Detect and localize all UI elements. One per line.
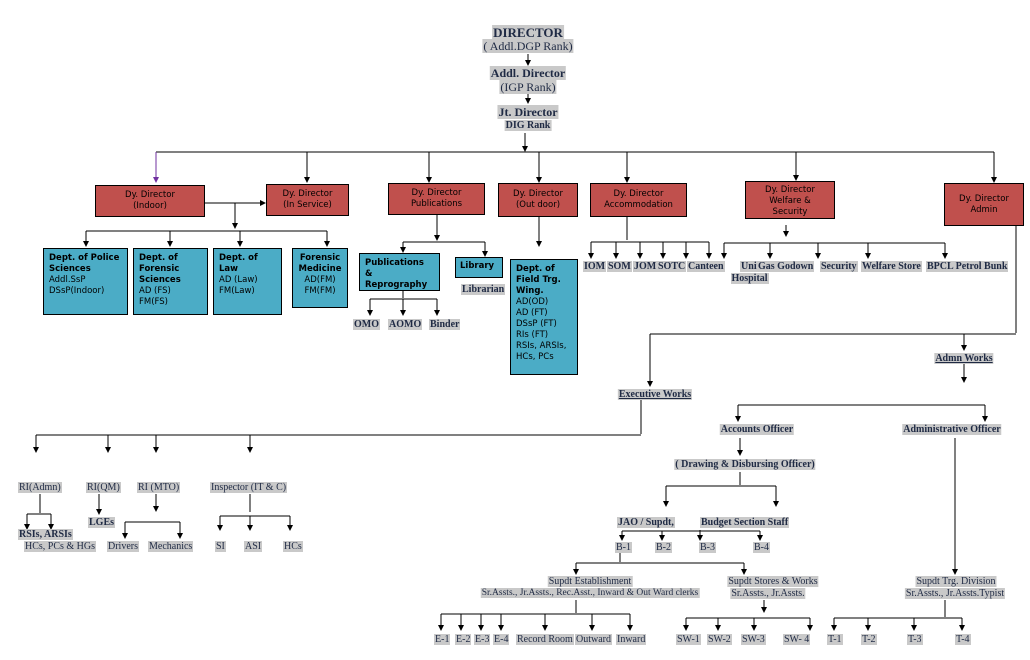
section-b-2: B-2 <box>655 542 672 553</box>
section-b-3: B-3 <box>699 542 716 553</box>
ri-admn: RI(Admn) <box>18 482 62 493</box>
staff-binder: Binder <box>429 319 461 330</box>
training-staff: Sr.Assts., Jr.Assts.Typist <box>904 588 1006 599</box>
unit-gas-godown: Gas Godown <box>757 261 815 272</box>
establishment-staff: Sr.Assts., Jr.Assts., Rec.Asst., Inward … <box>480 588 700 598</box>
budget-section-staff: Budget Section Staff <box>700 517 790 528</box>
unit-security: Security <box>820 261 858 272</box>
executive-works: Executive Works <box>617 389 693 400</box>
unit-iom: IOM <box>583 261 607 272</box>
section-sw-4: SW- 4 <box>783 634 811 645</box>
staff-omo: OMO <box>353 319 380 330</box>
unit-som: SOM <box>607 261 632 272</box>
unit-jom: JOM <box>633 261 658 272</box>
dept-law: Dept. of Law AD (Law) FM(Law) <box>213 248 282 315</box>
jao-supdt: JAO / Supdt, <box>617 517 675 528</box>
admin-works: Admn Works <box>934 353 994 364</box>
section-outward: Outward <box>575 634 612 645</box>
dept-field-training-wing: Dept. of Field Trg. Wing. AD(OD) AD (FT)… <box>510 259 578 375</box>
staff-asi: ASI <box>244 541 263 552</box>
supdt-training-division: Supdt Trg. Division <box>915 576 997 587</box>
staff-rsis-arsis: RSIs, ARSIs <box>18 529 73 540</box>
drawing-disbursing-officer: ( Drawing & Disbursing Officer) <box>674 459 816 470</box>
director-title: DIRECTOR <box>492 25 564 40</box>
dy-director-outdoor: Dy. Director(Out door) <box>498 183 578 217</box>
staff-si: SI <box>215 541 226 552</box>
inspector-it-c: Inspector (IT & C) <box>210 482 288 493</box>
section-sw-3: SW-3 <box>741 634 766 645</box>
staff-hcs: HCs <box>283 541 303 552</box>
addl-director-rank: (IGP Rank) <box>499 80 557 94</box>
publications-reprography: Publications & Reprography <box>359 253 440 291</box>
section-e-4: E-4 <box>493 634 510 645</box>
staff-lges: LGEs <box>88 517 116 528</box>
supdt-stores-works: Supdt Stores & Works <box>727 576 819 587</box>
jt-director-title: Jt. Director <box>497 105 559 119</box>
section-b-1: B-1 <box>615 542 632 553</box>
dept-forensic-sciences: Dept. of Forensic Sciences AD (FS) FM(FS… <box>133 248 208 315</box>
section-sw-1: SW-1 <box>676 634 701 645</box>
dept-police-sciences: Dept. of Police Sciences Addl.SsP DSsP(I… <box>43 248 128 315</box>
section-t-3: T-3 <box>907 634 923 645</box>
section-inward: Inward <box>616 634 647 645</box>
section-t-2: T-2 <box>861 634 877 645</box>
addl-director-title: Addl. Director <box>489 66 567 80</box>
library: Library <box>455 257 503 278</box>
administrative-officer: Administrative Officer <box>902 424 1002 435</box>
section-e-3: E-3 <box>474 634 491 645</box>
jt-director-rank: DIG Rank <box>504 120 552 131</box>
dy-director-in-service: Dy. Director(In Service) <box>266 184 349 216</box>
section-e-1: E-1 <box>434 634 451 645</box>
director-rank: ( Addl.DGP Rank) <box>482 39 574 53</box>
ri-mto: RI (MTO) <box>137 482 181 493</box>
staff-hcs-pcs-hgs: HCs, PCs & HGs <box>24 541 97 552</box>
section-t-1: T-1 <box>827 634 843 645</box>
unit-welfare-store: Welfare Store <box>861 261 922 272</box>
stores-staff: Sr.Assts., Jr.Assts. <box>730 588 806 599</box>
section-e-2: E-2 <box>455 634 472 645</box>
supdt-establishment: Supdt Establishment <box>547 576 633 587</box>
staff-librarian: Librarian <box>461 284 506 295</box>
unit-bpcl-petrol-bunk: BPCL Petrol Bunk <box>926 261 1009 272</box>
accounts-officer: Accounts Officer <box>719 424 795 435</box>
ri-qm: RI(QM) <box>86 482 121 493</box>
staff-aomo: AOMO <box>388 319 423 330</box>
dy-director-indoor: Dy. Director(Indoor) <box>95 185 205 217</box>
unit-canteen: Canteen <box>687 261 725 272</box>
section-sw-2: SW-2 <box>707 634 732 645</box>
unit-sotc: SOTC <box>657 261 687 272</box>
staff-drivers: Drivers <box>107 541 139 552</box>
dept-forensic-medicine: Forensic Medicine AD(FM) FM(FM) <box>292 248 348 308</box>
staff-mechanics: Mechanics <box>148 541 194 552</box>
section-b-4: B-4 <box>753 542 770 553</box>
section-record-room: Record Room <box>516 634 574 645</box>
section-t-4: T-4 <box>955 634 971 645</box>
